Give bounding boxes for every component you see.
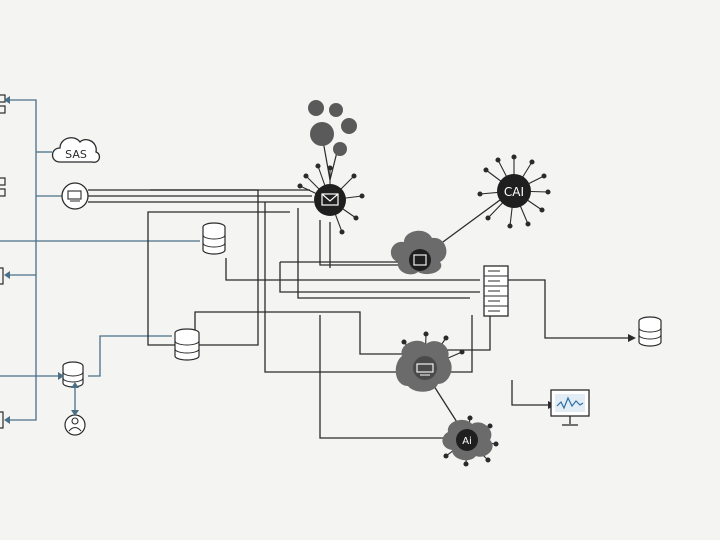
user-icon (64, 414, 86, 436)
cluster-node (395, 331, 465, 392)
connection-lines (88, 189, 628, 439)
server-icon (0, 267, 4, 285)
database-icon (62, 361, 84, 388)
server-icon (0, 177, 6, 197)
ai-node-label: Ai (462, 436, 472, 447)
cloud-node (390, 230, 447, 275)
mail-icon (321, 193, 339, 206)
router-icon (61, 182, 89, 210)
cluster-circles (308, 100, 357, 181)
server-rack-icon (483, 265, 509, 317)
database-icon (202, 222, 226, 255)
monitor-chart-icon (550, 389, 590, 426)
cai-hub-label: CAI (504, 185, 524, 199)
router-icon (416, 363, 434, 373)
mail-hub (297, 163, 365, 235)
left-bus-lines (0, 99, 200, 421)
ai-node: Ai (442, 415, 499, 467)
saas-cloud-icon: SAS (51, 137, 101, 163)
arrowheads (4, 96, 636, 424)
server-icon (0, 411, 4, 429)
saas-cloud-label: SAS (65, 148, 87, 161)
database-icon (174, 328, 200, 361)
server-icon (0, 94, 6, 114)
router-icon (413, 254, 427, 266)
database-icon (638, 316, 662, 347)
cai-hub: CAI (477, 154, 551, 229)
